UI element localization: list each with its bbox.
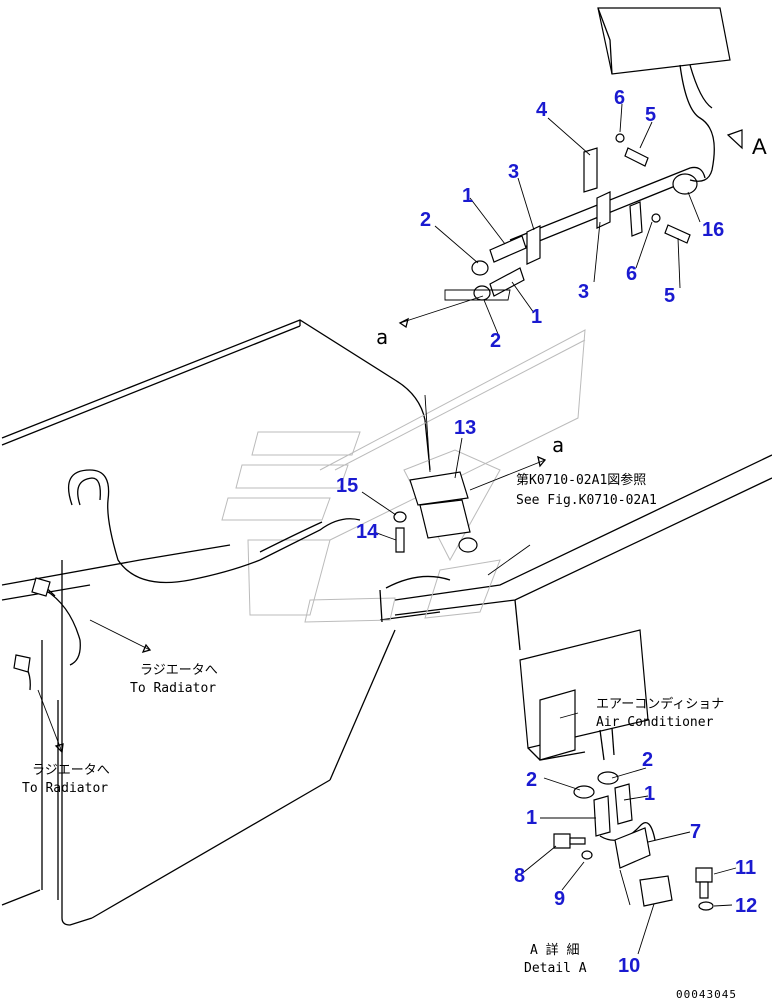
callout-2: 2 <box>490 330 501 352</box>
callout-8: 8 <box>514 865 525 887</box>
callout-2: 2 <box>420 209 431 231</box>
section-mark: a <box>376 325 388 349</box>
callout-14: 14 <box>356 521 379 543</box>
bracket-assembly-middle <box>393 394 547 576</box>
callout-4: 4 <box>536 99 548 121</box>
callout-2: 2 <box>526 769 537 791</box>
pipe-assembly-top <box>398 7 743 329</box>
view-arrow-label: A <box>752 134 767 159</box>
callout-13: 13 <box>454 417 476 439</box>
callout-1: 1 <box>644 783 655 805</box>
figure-reference-en: See Fig.K0710-02A1 <box>516 493 657 508</box>
radiator-label-jp: ラジエータへ <box>140 663 218 678</box>
detail-a <box>519 629 714 911</box>
callout-3: 3 <box>578 281 589 303</box>
callout-6: 6 <box>614 87 625 109</box>
callout-1: 1 <box>462 185 473 207</box>
detail-title-en: Detail A <box>524 961 587 976</box>
callout-2: 2 <box>642 749 653 771</box>
annotations: A a a 第K0710-02A1図参照 See Fig.K0710-02A1 … <box>22 134 767 1001</box>
callout-15: 15 <box>336 475 358 497</box>
callout-5: 5 <box>664 285 675 307</box>
callouts: 1 2 3 4 6 5 16 3 6 5 1 2 13 15 14 2 2 1 … <box>336 87 757 977</box>
callout-10: 10 <box>618 955 640 977</box>
radiator-label-jp: ラジエータへ <box>32 763 110 778</box>
callout-9: 9 <box>554 888 565 910</box>
leader-lines <box>361 103 737 955</box>
figure-reference-jp: 第K0710-02A1図参照 <box>516 472 646 488</box>
callout-16: 16 <box>702 219 724 241</box>
detail-title-jp: A 詳 細 <box>530 942 579 958</box>
radiator-label-en: To Radiator <box>22 781 108 796</box>
callout-5: 5 <box>645 104 656 126</box>
air-conditioner-label-jp: エアーコンディショナ <box>596 696 724 712</box>
callout-12: 12 <box>735 895 757 917</box>
callout-1: 1 <box>531 306 542 328</box>
section-mark: a <box>552 433 564 457</box>
callout-7: 7 <box>690 821 701 843</box>
callout-3: 3 <box>508 161 519 183</box>
drawing-number: 00043045 <box>676 988 737 1001</box>
air-conditioner-label-en: Air Conditioner <box>596 715 714 730</box>
callout-6: 6 <box>626 263 637 285</box>
radiator-label-en: To Radiator <box>130 681 216 696</box>
callout-1: 1 <box>526 807 537 829</box>
hood-outline <box>1 319 772 926</box>
hose-routing <box>13 469 451 754</box>
callout-11: 11 <box>735 857 756 879</box>
